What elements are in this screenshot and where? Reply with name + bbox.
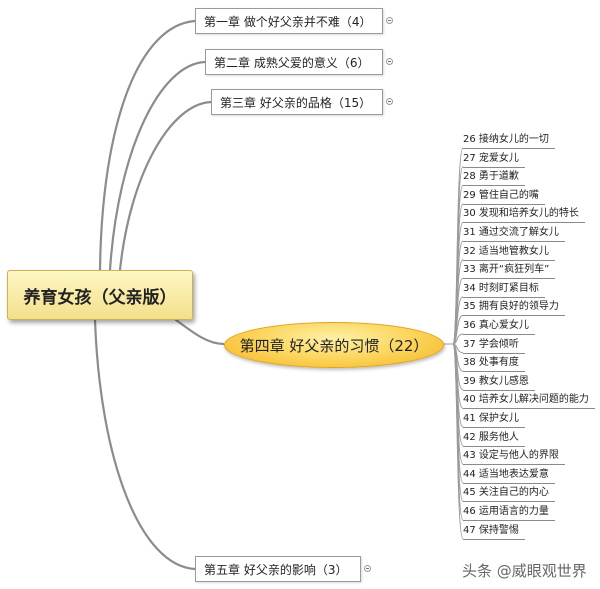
root-label: 养育女孩（父亲版） (23, 287, 177, 308)
collapse-toggle-icon[interactable] (364, 565, 371, 572)
branch-ch3 (118, 100, 212, 271)
root-node[interactable]: 养育女孩（父亲版） (7, 270, 193, 320)
chapter-5-node[interactable]: 第五章 好父亲的影响（3） (195, 556, 361, 582)
branch-ch2 (108, 60, 206, 271)
chapter-3-node[interactable]: 第三章 好父亲的品格（15） (211, 89, 383, 115)
habit-item[interactable]: 30 发现和培养女儿的特长 (463, 205, 585, 224)
habit-item[interactable]: 45 关注自己的内心 (463, 484, 555, 503)
chapter-2-label: 第二章 成熟父爱的意义（6） (214, 55, 370, 70)
collapse-toggle-icon[interactable] (386, 98, 393, 105)
habit-item[interactable]: 46 运用语言的力量 (463, 503, 555, 521)
branch-ch5 (93, 319, 196, 571)
habit-item[interactable]: 28 勇于道歉 (463, 168, 525, 187)
chapter-2-node[interactable]: 第二章 成熟父爱的意义（6） (205, 49, 383, 75)
branch-ch1 (98, 19, 196, 271)
chapter-3-label: 第三章 好父亲的品格（15） (220, 95, 372, 110)
habit-item[interactable]: 43 设定与他人的界限 (463, 447, 565, 466)
habit-item[interactable]: 42 服务他人 (463, 429, 525, 447)
chapter-1-label: 第一章 做个好父亲并不难（4） (204, 14, 372, 29)
habit-item[interactable]: 39 教女儿感恩 (463, 373, 535, 391)
collapse-toggle-icon[interactable] (386, 58, 393, 65)
habit-item[interactable]: 32 适当地管教女儿 (463, 243, 555, 261)
habit-item[interactable]: 26 接纳女儿的一切 (463, 131, 555, 149)
habit-item[interactable]: 41 保护女儿 (463, 410, 525, 428)
collapse-toggle-icon[interactable] (386, 17, 393, 24)
habit-item[interactable]: 31 通过交流了解女儿 (463, 224, 565, 242)
habit-item[interactable]: 29 管住自己的嘴 (463, 187, 545, 205)
habit-link (452, 343, 464, 540)
watermark: 头条 @威眼观世界 (462, 562, 587, 580)
chapter-5-label: 第五章 好父亲的影响（3） (204, 562, 348, 577)
habit-item[interactable]: 35 拥有良好的领导力 (463, 298, 565, 317)
habit-item[interactable]: 44 适当地表达爱意 (463, 466, 555, 484)
chapter-4-label: 第四章 好父亲的习惯（22） (239, 336, 429, 355)
habit-link (452, 314, 464, 345)
habit-item[interactable]: 27 宠爱女儿 (463, 150, 525, 168)
habit-item[interactable]: 36 真心爱女儿 (463, 317, 535, 335)
habit-item[interactable]: 40 培养女儿解决问题的能力 (463, 391, 595, 410)
habit-item[interactable]: 34 时刻盯紧目标 (463, 280, 545, 298)
habit-item[interactable]: 37 学会倾听 (463, 336, 525, 354)
chapter-4-node[interactable]: 第四章 好父亲的习惯（22） (224, 322, 444, 368)
habit-item[interactable]: 33 离开“疯狂列车” (463, 261, 556, 280)
chapter-1-node[interactable]: 第一章 做个好父亲并不难（4） (195, 8, 383, 34)
habit-item[interactable]: 38 处事有度 (463, 354, 525, 373)
habit-item[interactable]: 47 保持警惕 (463, 522, 525, 540)
